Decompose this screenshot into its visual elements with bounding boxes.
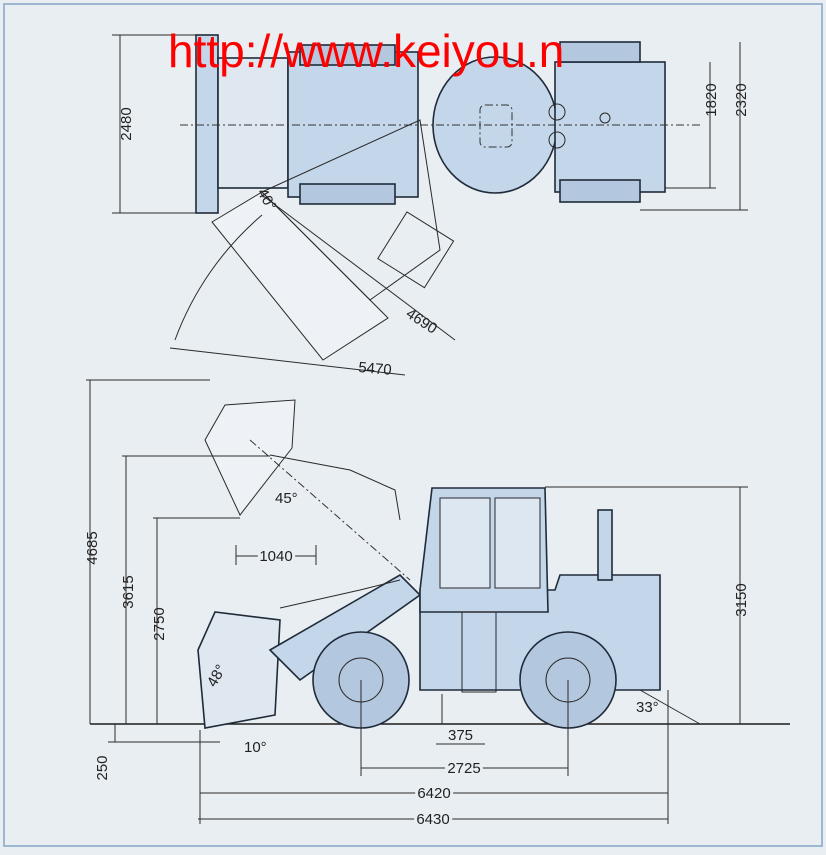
turn-arc-bucket <box>174 214 263 341</box>
top-front-frame <box>217 57 289 189</box>
dim-dump-reach: 1040 <box>259 548 292 565</box>
top-rear-body <box>554 61 666 193</box>
tilt-link <box>279 579 401 609</box>
top-pivot-front <box>548 103 566 121</box>
steps <box>461 611 497 693</box>
dim-turning-radius-bucket: 5470 <box>358 359 393 379</box>
top-turned-bucket <box>211 191 389 361</box>
dim-line-5470 <box>169 347 406 376</box>
top-view: 2480 1820 2320 40° 5470 4690 <box>112 34 750 379</box>
exhaust-stack <box>597 509 613 581</box>
top-pivot-rear <box>548 131 566 149</box>
dim-dump-clearance: 2750 <box>151 607 168 640</box>
dim-tread-width: 1820 <box>703 83 720 116</box>
dim-overall-height: 4685 <box>84 531 101 564</box>
raised-bucket <box>204 399 296 516</box>
dim-dump-angle: 45° <box>275 490 298 507</box>
top-seat <box>479 104 513 148</box>
top-front-tire-left <box>299 44 396 66</box>
dim-cab-height: 3150 <box>733 583 750 616</box>
side-view: 4685 3615 2750 1040 45° 48° 250 10° 375 … <box>84 379 790 831</box>
dim-length-ground: 6420 <box>417 785 450 802</box>
top-front-tire-right <box>299 183 396 205</box>
top-cap <box>599 112 611 124</box>
departure-angle-line <box>639 689 701 725</box>
top-turned-tire <box>377 211 455 289</box>
dim-overall-length: 6430 <box>416 811 449 828</box>
cab-rear-window <box>494 497 541 589</box>
raised-arm <box>269 454 401 521</box>
dim-wheelbase: 2725 <box>447 760 480 777</box>
dim-tire-width: 2320 <box>733 83 750 116</box>
cab-door-window <box>439 497 491 589</box>
dim-digging-angle: 10° <box>244 739 267 756</box>
top-rear-tire-left <box>559 41 641 63</box>
dim-bucket-width: 2480 <box>118 107 135 140</box>
watermark-url: http://www.keiyou.n <box>168 25 564 77</box>
dim-digging-depth: 250 <box>94 755 111 780</box>
dim-departure-angle: 33° <box>636 699 659 716</box>
dim-ground-clearance: 375 <box>448 727 473 744</box>
top-rear-tire-right <box>559 179 641 203</box>
raised-arm-line <box>249 439 411 581</box>
lowered-bucket <box>197 611 281 729</box>
dim-hinge-pin-height: 3615 <box>120 575 137 608</box>
dim-line-4690 <box>261 194 456 341</box>
top-turned-frame <box>261 119 441 301</box>
